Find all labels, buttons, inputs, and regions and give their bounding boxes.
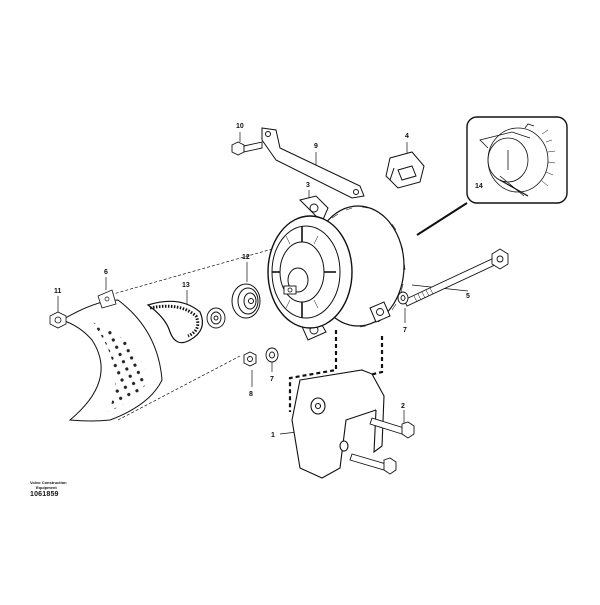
manufacturer-label: Volvo Construction Equipment xyxy=(30,480,67,490)
callout-4: 4 xyxy=(405,133,409,140)
mounting-bracket-part-1 xyxy=(291,369,385,479)
inset-detail-box xyxy=(416,116,568,236)
callout-5: 5 xyxy=(466,293,470,300)
callout-12: 12 xyxy=(242,254,250,261)
bracket-part-9 xyxy=(261,127,365,199)
callout-labels: 10 9 4 3 14 6 11 13 12 5 7 7 8 2 1 xyxy=(54,123,483,439)
nut-part-11 xyxy=(49,311,67,329)
drive-belt-part-13 xyxy=(146,300,203,344)
pulley-part-12 xyxy=(231,283,261,319)
washer-part-7-left xyxy=(265,347,279,363)
bolt-part-2-upper xyxy=(369,417,415,439)
callout-7-left: 7 xyxy=(270,376,274,383)
drawing-number: 1061859 xyxy=(30,491,59,498)
inset-wire xyxy=(499,179,529,197)
callout-11: 11 xyxy=(54,288,62,295)
callout-9: 9 xyxy=(314,143,318,150)
callout-2: 2 xyxy=(401,403,405,410)
callout-3: 3 xyxy=(306,182,310,189)
callout-10: 10 xyxy=(236,123,244,130)
callout-8: 8 xyxy=(249,391,253,398)
brand-line-1: Volvo Construction xyxy=(30,480,67,485)
callout-6: 6 xyxy=(104,269,108,276)
brand-line-2: Equipment xyxy=(36,485,57,490)
connector-part-4 xyxy=(385,151,425,189)
callout-1: 1 xyxy=(271,432,275,439)
alternator-part-3 xyxy=(267,195,406,341)
washer-part-7-right xyxy=(397,291,409,305)
nut-part-8 xyxy=(243,351,257,367)
callout-14: 14 xyxy=(475,183,483,190)
bolt-part-10 xyxy=(231,141,263,156)
callout-13: 13 xyxy=(182,282,190,289)
pulley-nut xyxy=(206,307,226,329)
bolt-part-2-lower xyxy=(349,453,397,475)
belt-guard-part-6 xyxy=(60,289,163,422)
callout-7-right: 7 xyxy=(403,327,407,334)
through-bolt-part-5 xyxy=(403,248,509,307)
